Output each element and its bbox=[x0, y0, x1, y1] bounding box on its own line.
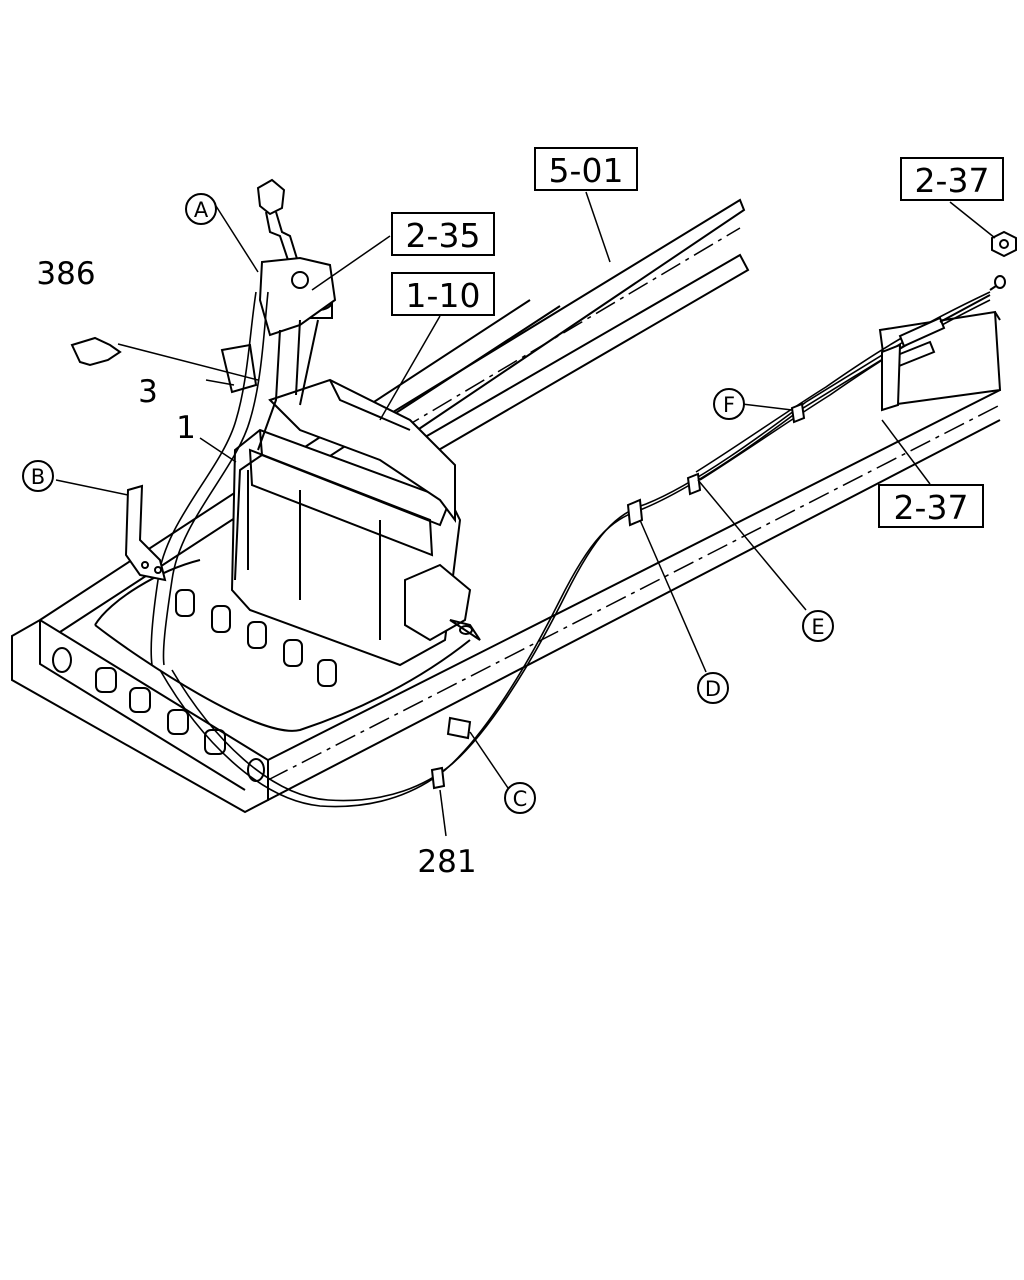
ref-box-tank-label: 1-10 bbox=[406, 276, 481, 315]
ref-box-bracket-rear-label: 2-37 bbox=[894, 488, 969, 527]
ref-box-lever-label: 2-35 bbox=[406, 216, 481, 255]
detail-letter-a: A bbox=[194, 198, 209, 222]
detail-letter-f: F bbox=[723, 393, 735, 417]
detail-callout-a[interactable]: A bbox=[185, 193, 217, 225]
part-number-386: 386 bbox=[36, 256, 95, 292]
detail-callout-e[interactable]: E bbox=[802, 610, 834, 642]
detail-callout-f[interactable]: F bbox=[713, 388, 745, 420]
brake-cables bbox=[70, 230, 1017, 808]
ref-box-bracket-rear[interactable]: 2-37 bbox=[878, 484, 984, 528]
detail-letter-b: B bbox=[31, 465, 45, 489]
detail-callout-d[interactable]: D bbox=[697, 672, 729, 704]
part-number-1: 1 bbox=[176, 410, 196, 446]
chassis-frame bbox=[11, 198, 1002, 814]
detail-letter-c: C bbox=[513, 787, 528, 811]
parking-brake-lever bbox=[220, 178, 337, 451]
ref-box-frame[interactable]: 5-01 bbox=[534, 147, 638, 191]
ref-box-lever[interactable]: 2-35 bbox=[391, 212, 495, 256]
detail-callout-b[interactable]: B bbox=[22, 460, 54, 492]
fuel-tank bbox=[175, 293, 481, 687]
part-number-281: 281 bbox=[417, 844, 476, 880]
detail-letter-d: D bbox=[705, 677, 721, 701]
ref-box-frame-label: 5-01 bbox=[549, 151, 624, 190]
leader-lines bbox=[55, 191, 996, 837]
ref-box-nut-label: 2-37 bbox=[915, 161, 990, 200]
detail-letter-e: E bbox=[811, 615, 824, 639]
ref-box-nut[interactable]: 2-37 bbox=[900, 157, 1004, 201]
ref-box-tank[interactable]: 1-10 bbox=[391, 272, 495, 316]
detail-callout-c[interactable]: C bbox=[504, 782, 536, 814]
part-number-3: 3 bbox=[138, 374, 158, 410]
